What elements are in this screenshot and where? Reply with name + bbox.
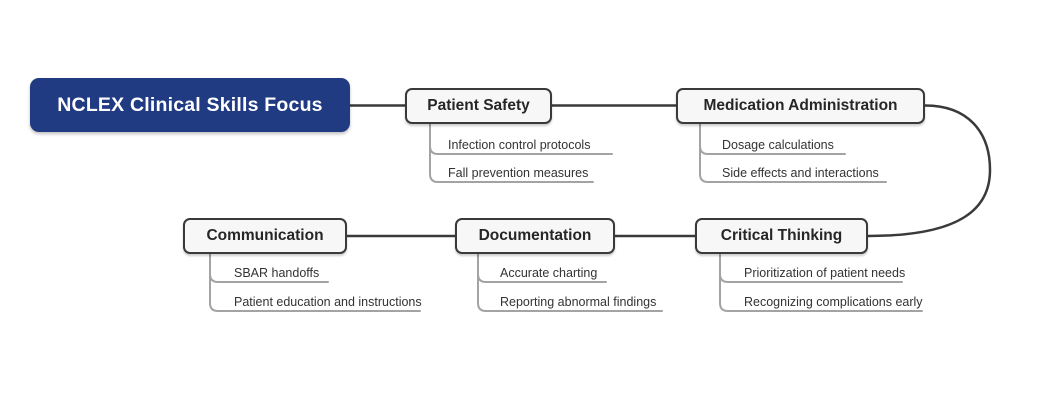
node-label: Patient Safety [427,97,530,114]
childline-medication-2 [699,121,887,183]
child-patient-education-instructions[interactable]: Patient education and instructions [234,295,422,309]
node-label: Documentation [478,227,592,244]
child-sbar-handoffs[interactable]: SBAR handoffs [234,266,320,280]
child-reporting-abnormal-findings[interactable]: Reporting abnormal findings [500,295,657,309]
childline-communication-2 [209,252,421,312]
node-medication-administration[interactable]: Medication Administration [676,88,925,124]
connector-medication-to-critical-thinking-arc [866,104,992,238]
child-dosage-calculations[interactable]: Dosage calculations [722,138,834,152]
node-label: Medication Administration [703,97,898,114]
child-infection-control-protocols[interactable]: Infection control protocols [448,138,591,152]
child-recognizing-complications-early[interactable]: Recognizing complications early [744,295,923,309]
child-accurate-charting[interactable]: Accurate charting [500,266,598,280]
root-label: NCLEX Clinical Skills Focus [57,93,323,116]
node-critical-thinking[interactable]: Critical Thinking [695,218,868,254]
node-documentation[interactable]: Documentation [455,218,615,254]
child-prioritization-patient-needs[interactable]: Prioritization of patient needs [744,266,906,280]
node-label: Critical Thinking [720,227,843,244]
child-side-effects-interactions[interactable]: Side effects and interactions [722,166,879,180]
node-patient-safety[interactable]: Patient Safety [405,88,552,124]
childline-patient-safety-2 [429,121,594,183]
childline-critical-thinking-2 [719,252,923,312]
childline-documentation-2 [477,252,663,312]
node-communication[interactable]: Communication [183,218,347,254]
node-root[interactable]: NCLEX Clinical Skills Focus [30,78,350,132]
node-label: Communication [206,227,324,244]
child-fall-prevention-measures[interactable]: Fall prevention measures [448,166,589,180]
